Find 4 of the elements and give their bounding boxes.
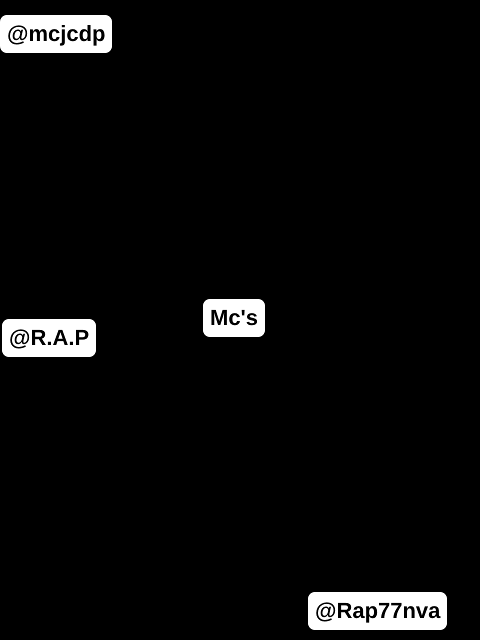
text-label: @Rap77nva [308, 592, 448, 630]
text-label: @R.A.P [2, 319, 96, 357]
text-label: @mcjcdp [0, 15, 112, 53]
text-label: Mc's [203, 299, 266, 337]
